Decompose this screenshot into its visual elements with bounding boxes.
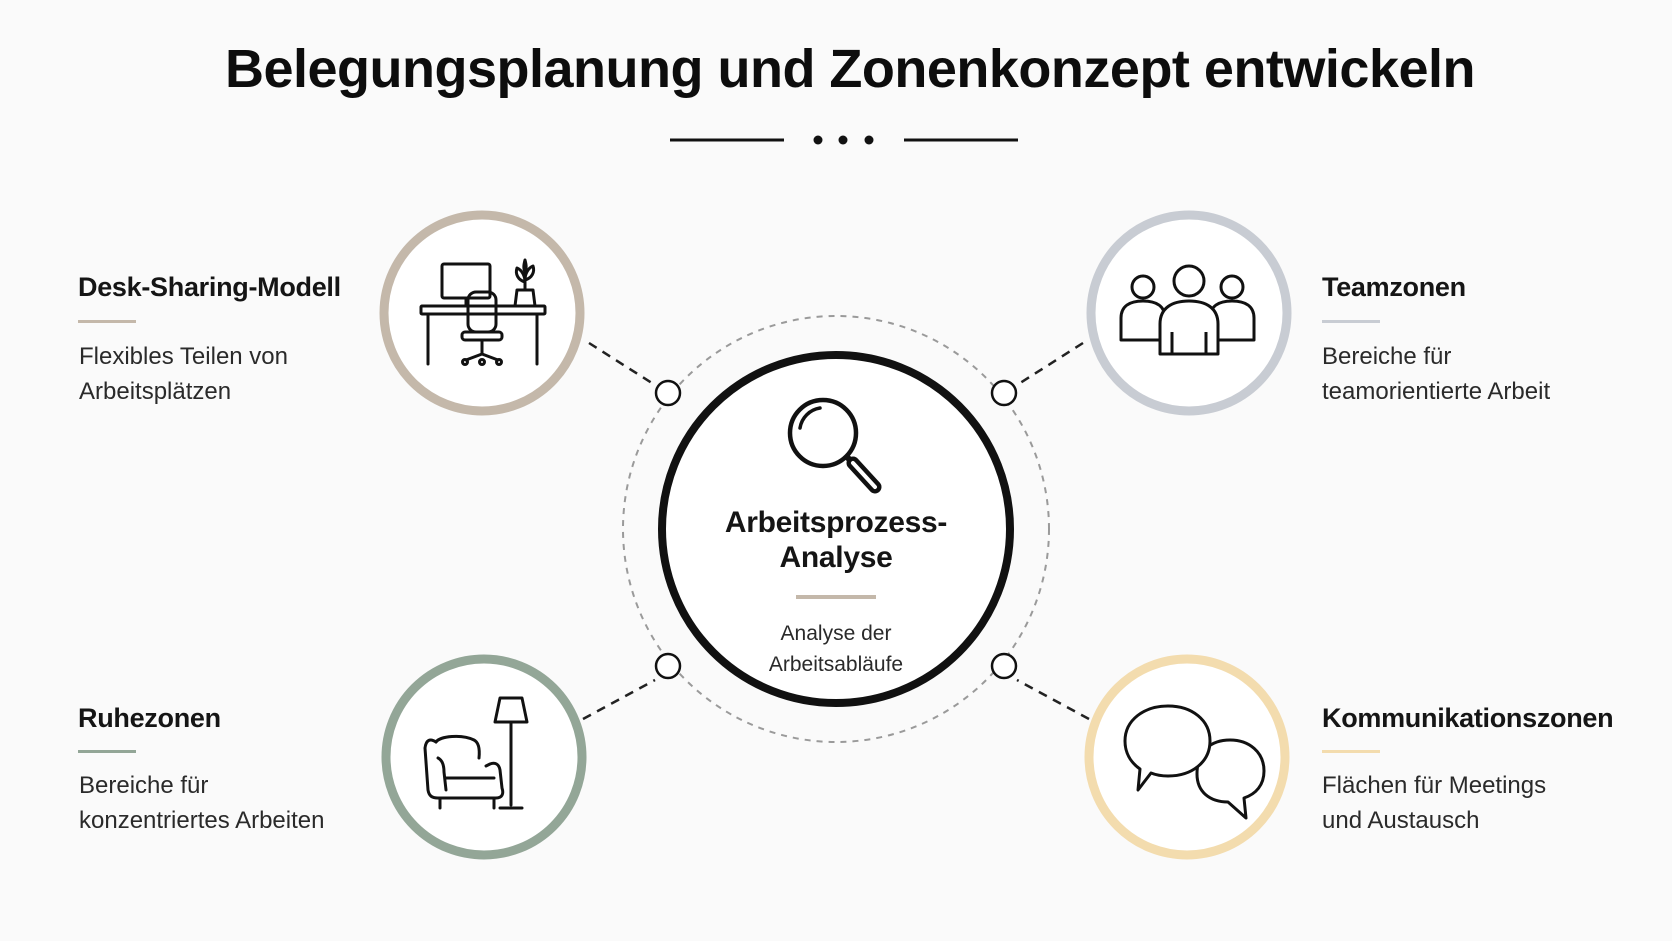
comm-desc-line1: Flächen für Meetings bbox=[1322, 772, 1547, 799]
connector-lines bbox=[582, 341, 1090, 721]
team-description: Bereiche für teamorientierte Arbeit bbox=[1322, 339, 1550, 409]
desk-desc-line2: Arbeitsplätzen bbox=[79, 378, 232, 405]
desk-title: Desk-Sharing-Modell bbox=[78, 272, 341, 302]
outer-dashed-ring bbox=[622, 315, 1050, 743]
center-title: Arbeitsprozess- Analyse bbox=[690, 505, 982, 575]
team-desc-line1: Bereiche für bbox=[1322, 343, 1452, 370]
desk-chair-plant-icon bbox=[419, 258, 547, 366]
center-description: Analyse der Arbeitsabläufe bbox=[690, 618, 982, 680]
center-title-line2: Analyse bbox=[779, 541, 893, 574]
rest-desc-line2: konzentriertes Arbeiten bbox=[79, 807, 325, 834]
connector-rest bbox=[582, 678, 656, 721]
rest-description: Bereiche für konzentriertes Arbeiten bbox=[79, 768, 324, 838]
center-title-line1: Arbeitsprozess- bbox=[724, 506, 948, 539]
magnifier-icon bbox=[787, 397, 882, 494]
comm-title: Kommunikationszonen bbox=[1322, 703, 1614, 733]
team-accent-bar bbox=[1322, 320, 1380, 323]
desk-desc-line1: Flexibles Teilen von bbox=[79, 343, 289, 370]
team-title: Teamzonen bbox=[1322, 272, 1466, 302]
desk-description: Flexibles Teilen von Arbeitsplätzen bbox=[79, 339, 288, 409]
page-title: Belegungsplanung und Zonenkonzept entwic… bbox=[224, 39, 1476, 99]
connector-node-desk bbox=[654, 379, 682, 407]
comm-desc-line2: und Austausch bbox=[1322, 807, 1480, 834]
connector-desk bbox=[588, 341, 656, 387]
connector-comm bbox=[1016, 678, 1090, 721]
connector-team bbox=[1016, 341, 1084, 387]
connector-node-team bbox=[990, 379, 1018, 407]
rest-accent-bar bbox=[78, 750, 136, 753]
team-desc-line2: teamorientierte Arbeit bbox=[1322, 378, 1551, 405]
rest-circle bbox=[381, 654, 587, 860]
center-divider bbox=[796, 595, 876, 599]
connector-node-comm bbox=[990, 652, 1018, 680]
armchair-lamp-icon bbox=[423, 696, 529, 810]
desk-accent-bar bbox=[78, 320, 136, 323]
title-divider-dots bbox=[813, 135, 874, 145]
rest-desc-line1: Bereiche für bbox=[79, 772, 209, 799]
center-circle bbox=[658, 351, 1014, 707]
people-group-icon bbox=[1119, 264, 1256, 356]
connector-node-rest bbox=[654, 652, 682, 680]
connector-nodes bbox=[654, 379, 1018, 680]
center-desc-line2: Arbeitsabläufe bbox=[768, 653, 904, 676]
center-desc-line1: Analyse der bbox=[780, 622, 892, 645]
comm-accent-bar bbox=[1322, 750, 1380, 753]
speech-bubbles-icon bbox=[1123, 704, 1266, 820]
comm-description: Flächen für Meetings und Austausch bbox=[1322, 768, 1546, 838]
rest-title: Ruhezonen bbox=[78, 703, 221, 733]
